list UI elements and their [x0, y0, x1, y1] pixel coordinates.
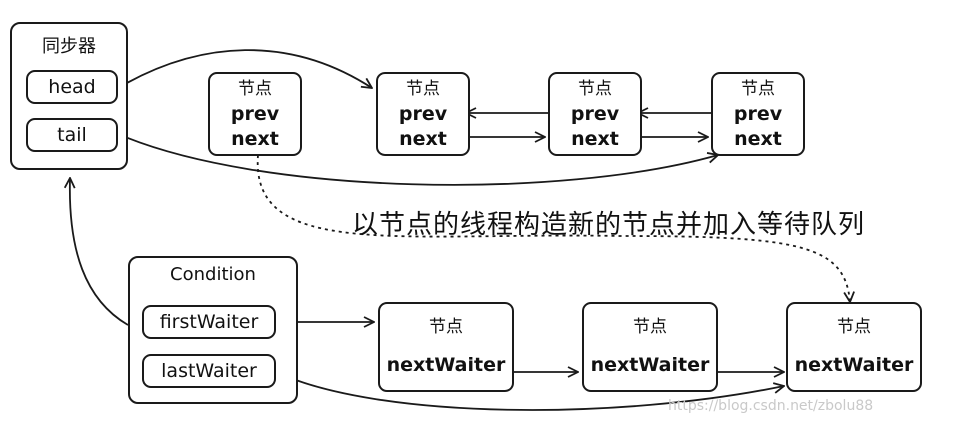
prev-field: prev: [733, 102, 783, 125]
node-label: 节点: [741, 78, 775, 99]
next-field: next: [571, 127, 619, 150]
node-label: 节点: [406, 78, 440, 99]
construct-node-arrow: [256, 154, 850, 302]
prev-field: prev: [570, 102, 620, 125]
prev-field: prev: [398, 102, 448, 125]
sync-node-1: 节点 prev next: [376, 72, 470, 156]
node-label: 节点: [429, 317, 463, 337]
new-waiter-node: 节点 nextWaiter: [786, 302, 922, 392]
sync-node-3: 节点 prev next: [711, 72, 805, 156]
first-waiter-field: firstWaiter: [142, 305, 276, 339]
next-waiter-field: nextWaiter: [386, 354, 506, 376]
head-field: head: [26, 70, 118, 104]
caption: 以节点的线程构造新的节点并加入等待队列: [352, 210, 866, 240]
next-field: next: [399, 127, 447, 150]
watermark: https://blog.csdn.net/zbolu88: [668, 398, 874, 414]
node-label: 节点: [633, 317, 667, 337]
head-pointer-arrow: [117, 49, 372, 88]
last-waiter-field: lastWaiter: [142, 354, 276, 388]
synchronizer-title: 同步器: [42, 36, 96, 57]
last-waiter-arrow: [275, 371, 784, 411]
condition-to-sync-arrow: [70, 178, 129, 326]
tail-field: tail: [26, 118, 118, 152]
new-sync-node: 节点 prev next: [208, 72, 302, 156]
waiter-node-2: 节点 nextWaiter: [582, 302, 718, 392]
next-waiter-field: nextWaiter: [590, 354, 710, 376]
node-label: 节点: [837, 317, 871, 337]
tail-pointer-arrow: [117, 133, 718, 186]
next-field: next: [231, 127, 279, 150]
sync-node-2: 节点 prev next: [548, 72, 642, 156]
next-field: next: [734, 127, 782, 150]
next-waiter-field: nextWaiter: [794, 354, 914, 376]
condition-title: Condition: [170, 264, 256, 285]
node-label: 节点: [238, 78, 272, 99]
prev-field: prev: [230, 102, 280, 125]
node-label: 节点: [578, 78, 612, 99]
waiter-node-1: 节点 nextWaiter: [378, 302, 514, 392]
